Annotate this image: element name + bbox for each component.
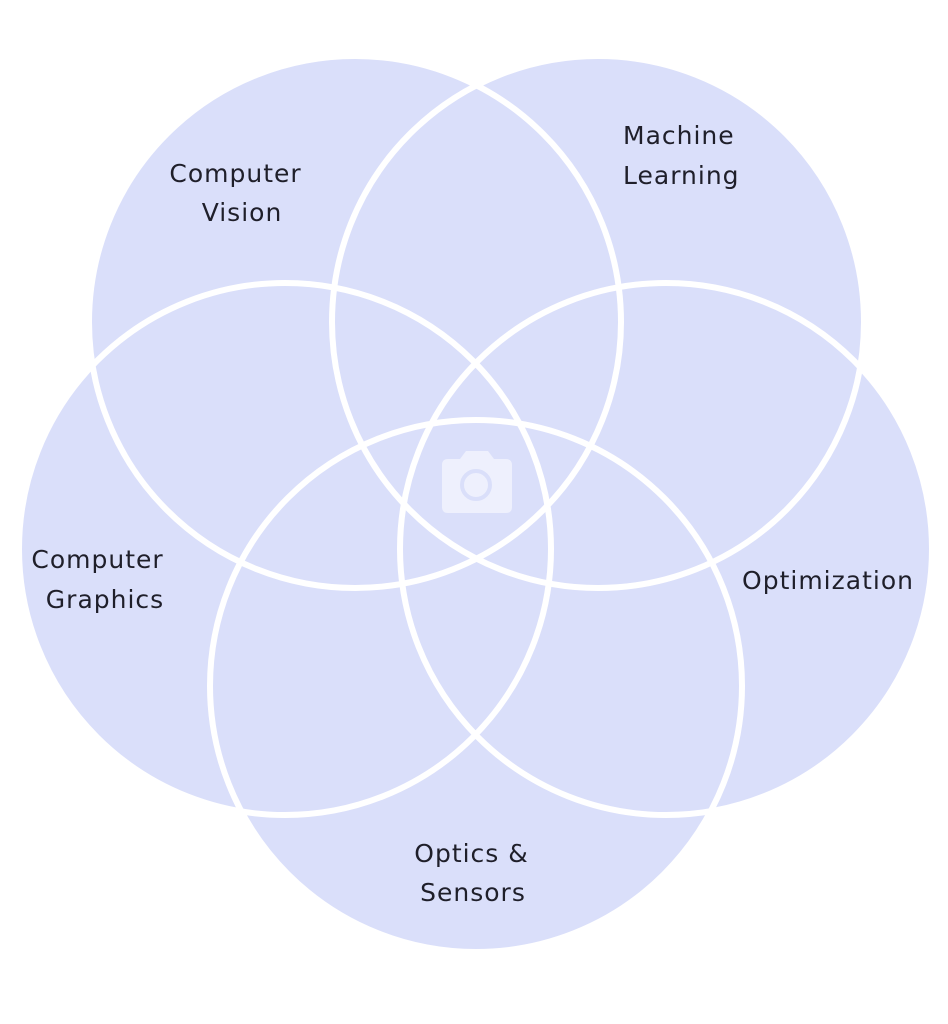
circle-outlines: [16, 53, 935, 955]
label-optimization-line-1: Optimization: [742, 566, 914, 595]
circle-fill-optics-sensors: [210, 420, 742, 952]
label-machine-learning: Machine Learning: [623, 121, 744, 190]
label-optics-sensors: Optics & Sensors: [414, 839, 537, 907]
label-optimization: Optimization: [742, 566, 914, 595]
camera-body: [442, 451, 512, 513]
circle-outline-computer-graphics: [16, 280, 554, 818]
label-computer-vision-line-1: Computer: [169, 159, 301, 188]
label-machine-learning-line-1: Machine: [623, 121, 735, 150]
circle-outline-machine-learning: [329, 53, 867, 591]
circle-outline-computer-vision: [86, 53, 624, 591]
circle-outline-optimization: [397, 280, 935, 818]
camera-lens: [460, 469, 492, 501]
circle-fills: [19, 56, 932, 952]
label-computer-graphics: Computer Graphics: [31, 545, 172, 614]
label-computer-graphics-line-1: Computer: [31, 545, 163, 574]
label-computer-graphics-line-2: Graphics: [46, 585, 164, 614]
label-computer-vision: Computer Vision: [169, 159, 310, 227]
venn-labels: Computer Vision Machine Learning Compute…: [31, 121, 914, 907]
label-optics-sensors-line-2: Sensors: [420, 878, 526, 907]
label-computer-vision-line-2: Vision: [202, 198, 283, 227]
circle-outline-optics-sensors: [207, 417, 745, 955]
label-machine-learning-line-2: Learning: [623, 161, 740, 190]
label-optics-sensors-line-1: Optics &: [414, 839, 529, 868]
camera-icon: [442, 451, 512, 513]
